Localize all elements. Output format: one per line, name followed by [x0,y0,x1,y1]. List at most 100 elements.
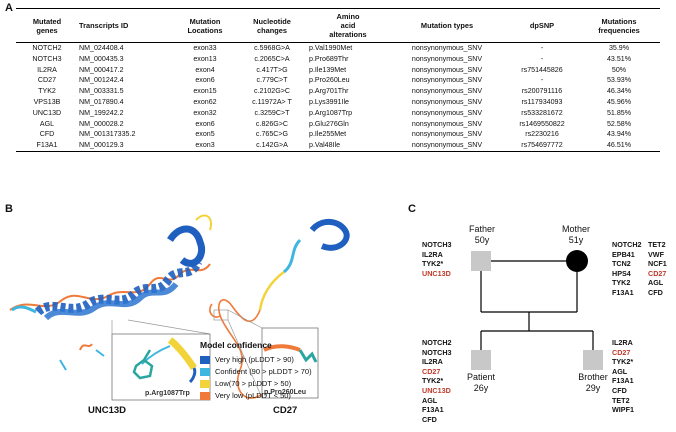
gene-name: NCF1 [648,259,667,269]
table-cell: nonsynonymous_SNV [411,87,483,96]
gene-name: NOTCH3 [422,240,452,249]
table-cell: F13A1 [16,140,78,152]
gene-name: TET2 [612,395,630,405]
table-cell: 46.51% [578,140,660,152]
table-cell: rs1469550822 [519,119,565,128]
table-cell: VPS13B [33,97,61,106]
table-cell: rs2230216 [525,130,559,139]
legend-item: Confident (90 > pLDDT > 70) [200,367,312,376]
table-cell: rs533281672 [521,108,563,117]
gene-name: UNC13D [422,268,451,278]
gene-name: AGL [648,278,664,288]
table-cell: p.Val48Ile [308,140,388,152]
table-cell: exon3 [174,140,236,152]
table-cell: nonsynonymous_SNV [411,65,483,74]
table-cell: NM_017890.4 [79,97,124,106]
brother-label: Brother [578,372,608,382]
table-header-text: Mutations [601,16,637,26]
table-cell: p.Arg701Thr [309,87,349,96]
table-cell: c.826G>C [255,119,289,128]
table-cell: 45.96% [606,97,632,106]
mutation-label-cd27: p.Pro260Leu [264,389,307,396]
table-header-cell: Mutation types [388,8,506,43]
table-cell: 46.34% [606,87,632,96]
gene-name: AGL [612,366,628,376]
table-cell: c.2102G>C [253,87,291,96]
table-cell: p.Pro260Leu [309,76,350,85]
legend-label: Very low (pLDDT < 50) [215,391,291,400]
gene-name: EPB41 [612,249,635,259]
table-cell: nonsynonymous_SNV [411,119,483,128]
table-cell: NM_000417.2 [79,65,124,74]
gene-name: IL2RA [422,357,443,367]
table-cell: - [540,44,544,52]
gene-name: TYK2 [612,278,631,288]
gene-name: F13A1 [612,376,634,386]
table-cell: CD27 [37,76,57,85]
table-header-text: Mutation types [420,21,474,30]
table-cell: nonsynonymous_SNV [411,97,483,106]
table-cell: NM_003331.5 [79,87,124,96]
table-cell: 50% [611,65,627,74]
gene-name: TYK2* [422,376,444,386]
father-age: 50y [474,235,490,245]
gene-name: TYK2* [422,259,444,269]
brother-age: 29y [585,383,601,393]
table-header-text: alterations [329,30,367,39]
table-cell: exon62 [193,97,217,106]
table-header-text: Mutation [189,16,221,26]
table-cell: - [540,54,544,63]
table-cell: nonsynonymous_SNV [411,108,483,117]
mother-label: Mother [561,224,590,234]
legend-label: Very high (pLDDT > 90) [215,355,294,364]
table-cell: exon15 [193,87,217,96]
table-cell: NM_001317335.2 [79,130,136,139]
legend-title: Model confidence [200,340,272,350]
gene-name: TET2 [648,240,666,249]
gene-name: NOTCH2 [422,338,452,347]
table-header-text: Mutated [32,16,62,26]
patient-label: Patient [466,372,496,382]
table-cell: NM_001242.4 [79,76,124,85]
table-cell: rs751445826 [521,65,563,74]
gene-name: WIPF1 [612,405,634,415]
father-title: Father 50y [460,224,504,246]
table-cell: NM_000435.3 [79,54,124,63]
table-cell: nonsynonymous_SNV [388,140,506,152]
gene-name: IL2RA [422,249,443,259]
table-cell: nonsynonymous_SNV [411,76,483,85]
mother-age: 51y [568,235,584,245]
table-cell: AGL [39,119,55,128]
table-cell: c.417T>G [256,65,288,74]
table-cell: 52.58% [606,119,632,128]
table-header-text: Locations [187,25,223,35]
table-cell: NM_000129.3 [78,140,174,152]
table-cell: - [540,76,544,85]
table-cell: IL2RA [37,65,57,74]
legend-swatch [200,379,210,388]
panel-label-b: B [5,203,13,215]
table-cell: p.Val1990Met [309,44,353,52]
table-cell: c.142G>A [236,140,308,152]
gene-name: CFD [422,414,437,424]
table-header-text: Transcripts ID [79,21,129,30]
table-cell: exon6 [195,76,215,85]
patient-symbol [471,350,491,370]
table-cell: p.Lys3991Ile [309,97,349,106]
legend-swatch [200,391,210,400]
table-cell: nonsynonymous_SNV [411,130,483,139]
